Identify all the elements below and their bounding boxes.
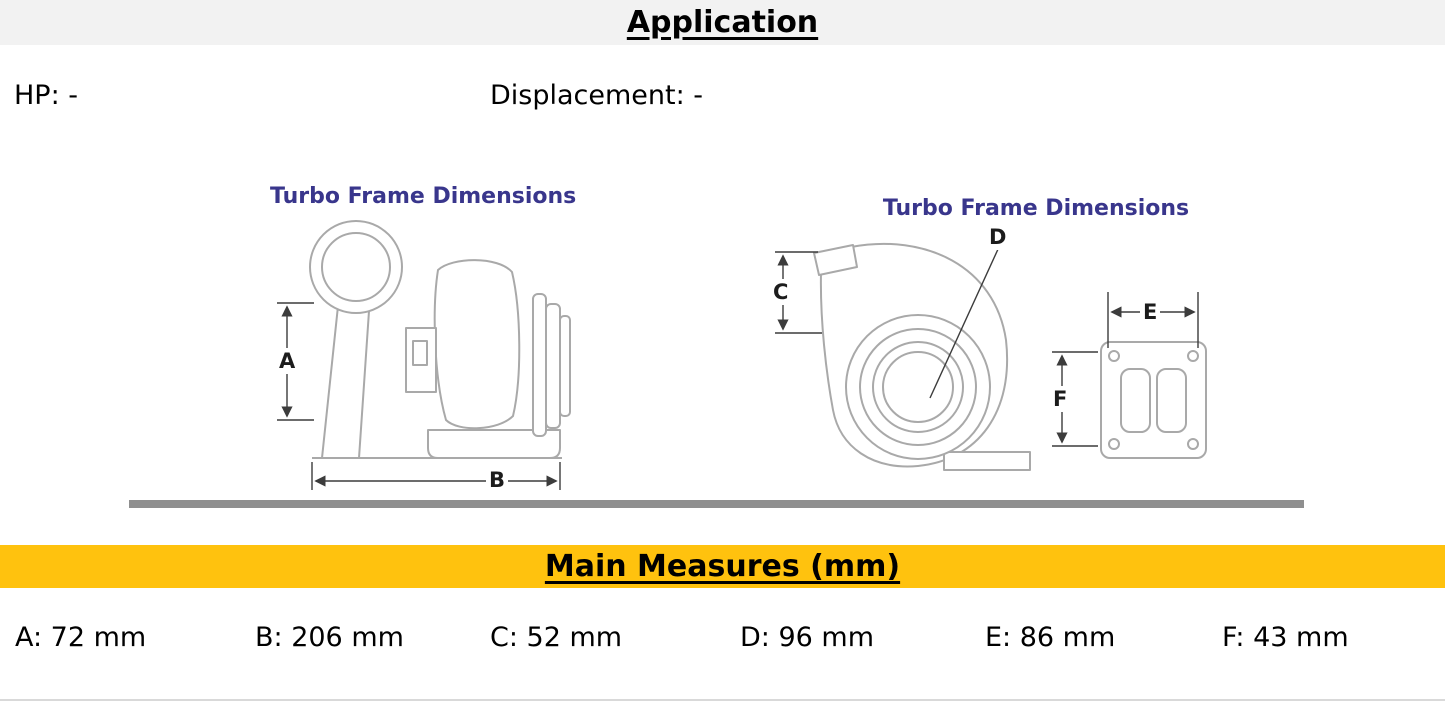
displacement-value: Displacement: - [490,80,704,111]
measure-item-c: C: 52 mm [490,622,623,653]
main-measures-band: Main Measures (mm) [0,545,1445,588]
dim-label-a: A [276,348,299,374]
application-title: Application [626,5,819,40]
dim-label-d: D [986,224,1010,250]
dim-label-f: F [1050,386,1071,412]
application-header-strip: Application [0,0,1445,45]
diagram-baseline-bar [129,500,1304,508]
measure-item-d: D: 96 mm [740,622,875,653]
dim-label-b: B [486,467,509,493]
hp-value: HP: - [14,80,79,111]
measure-item-b: B: 206 mm [255,622,404,653]
right-turbo-drawing [813,242,1207,471]
right-diagram-title: Turbo Frame Dimensions [882,196,1190,221]
bottom-divider [0,699,1445,701]
measure-item-a: A: 72 mm [15,622,147,653]
left-diagram-title: Turbo Frame Dimensions [270,184,577,209]
dim-label-c: C [770,279,792,305]
main-measures-title: Main Measures (mm) [544,549,901,584]
left-turbo-drawing [309,220,571,459]
dim-label-e: E [1140,299,1161,325]
measure-item-f: F: 43 mm [1222,622,1349,653]
measure-item-e: E: 86 mm [985,622,1116,653]
